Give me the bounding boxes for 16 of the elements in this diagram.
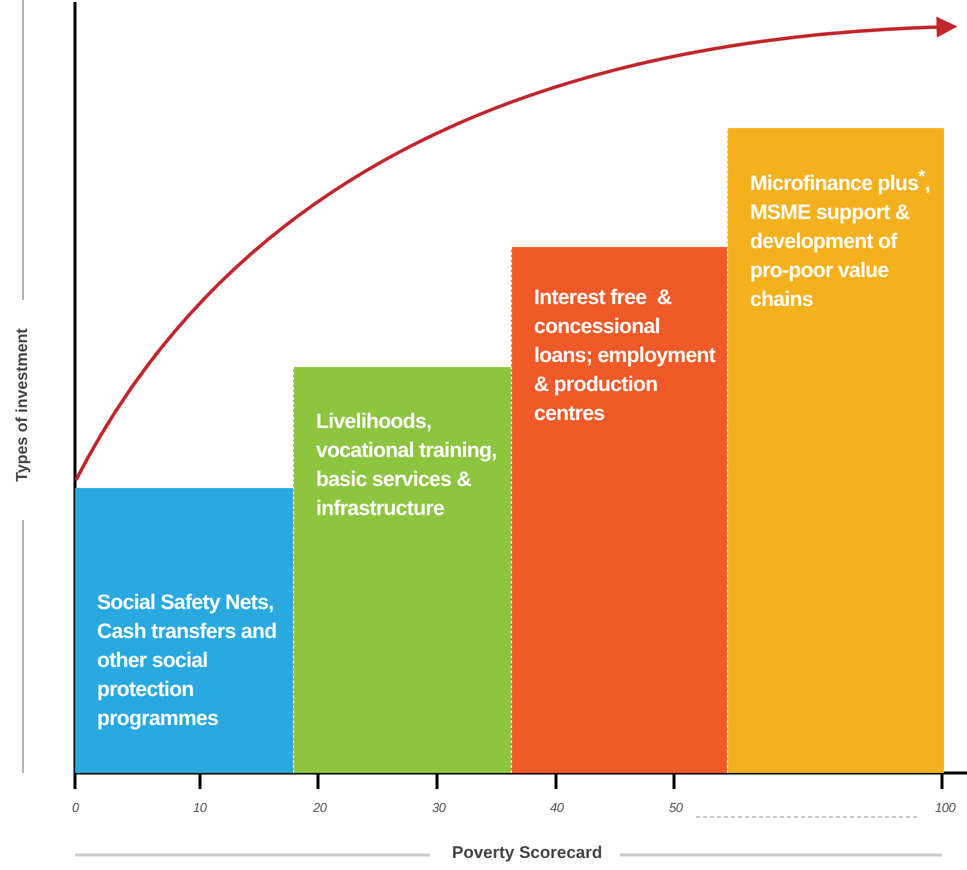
investment-bar [75, 488, 293, 773]
tick-label: 40 [550, 800, 564, 815]
tick-label: 100 [935, 800, 956, 815]
bar-text: Livelihoods, vocational training, basic services & infrastructure [316, 409, 498, 522]
tick-label: 0 [72, 800, 79, 815]
investment-bar [293, 367, 511, 773]
axis-title: Poverty Scorecard [452, 843, 602, 863]
tick-label: 30 [432, 800, 446, 815]
bar-text: Microfinance plus$^{*}$, MSME support & development of pro-poor value chains [750, 165, 931, 313]
investment-bar [727, 128, 944, 773]
bar-text: Social Safety Nets, Cash transfers and other social protection programmes [97, 590, 278, 732]
tick-label: 50 [669, 800, 682, 815]
bar-text: Interest free & concessional loans; employment & production centres [534, 285, 716, 427]
investment-bar [511, 247, 727, 773]
tick-label: 10 [193, 800, 206, 815]
tick-label: 20 [313, 800, 326, 815]
